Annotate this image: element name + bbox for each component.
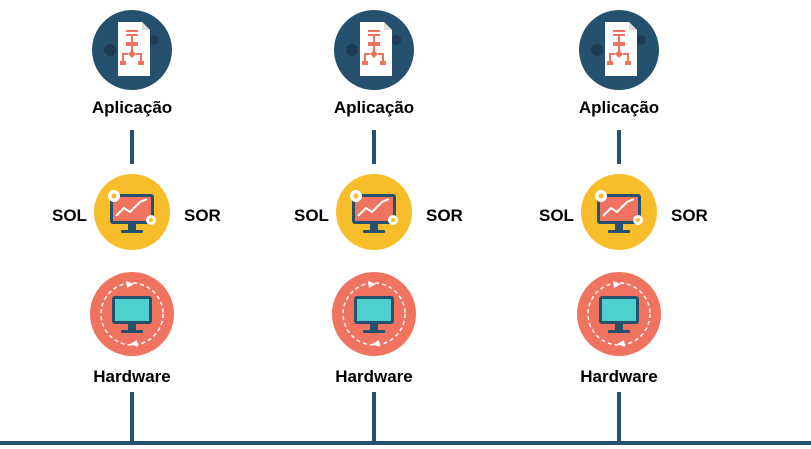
monitor-chart-gears-icon: [581, 174, 657, 250]
connector-line: [130, 392, 134, 444]
connector-line: [130, 130, 134, 164]
monitor-chart-gears-icon: [94, 174, 170, 250]
document-flowchart-icon: [92, 10, 172, 90]
monitor-cycle-icon: [332, 272, 416, 356]
document-flowchart-icon: [334, 10, 414, 90]
sol-label: SOL: [294, 206, 329, 225]
sol-label: SOL: [52, 206, 87, 225]
node-1: Aplicação SOL SOR Hardware: [32, 0, 232, 449]
node-3: Aplicação SOL SOR Hardware: [519, 0, 719, 449]
sor-label: SOR: [671, 206, 708, 225]
hardware-label: Hardware: [93, 367, 171, 386]
monitor-chart-gears-icon: [336, 174, 412, 250]
monitor-cycle-icon: [90, 272, 174, 356]
connector-line: [372, 392, 376, 444]
application-label: Aplicação: [91, 98, 173, 117]
monitor-cycle-icon: [577, 272, 661, 356]
node-2: Aplicação SOL SOR Hardware: [274, 0, 474, 449]
sor-label: SOR: [426, 206, 463, 225]
network-bus-line: [0, 441, 811, 445]
connector-line: [617, 392, 621, 444]
application-label: Aplicação: [578, 98, 660, 117]
application-label: Aplicação: [333, 98, 415, 117]
document-flowchart-icon: [579, 10, 659, 90]
connector-line: [617, 130, 621, 164]
sor-label: SOR: [184, 206, 221, 225]
sol-label: SOL: [539, 206, 574, 225]
hardware-label: Hardware: [335, 367, 413, 386]
connector-line: [372, 130, 376, 164]
hardware-label: Hardware: [580, 367, 658, 386]
